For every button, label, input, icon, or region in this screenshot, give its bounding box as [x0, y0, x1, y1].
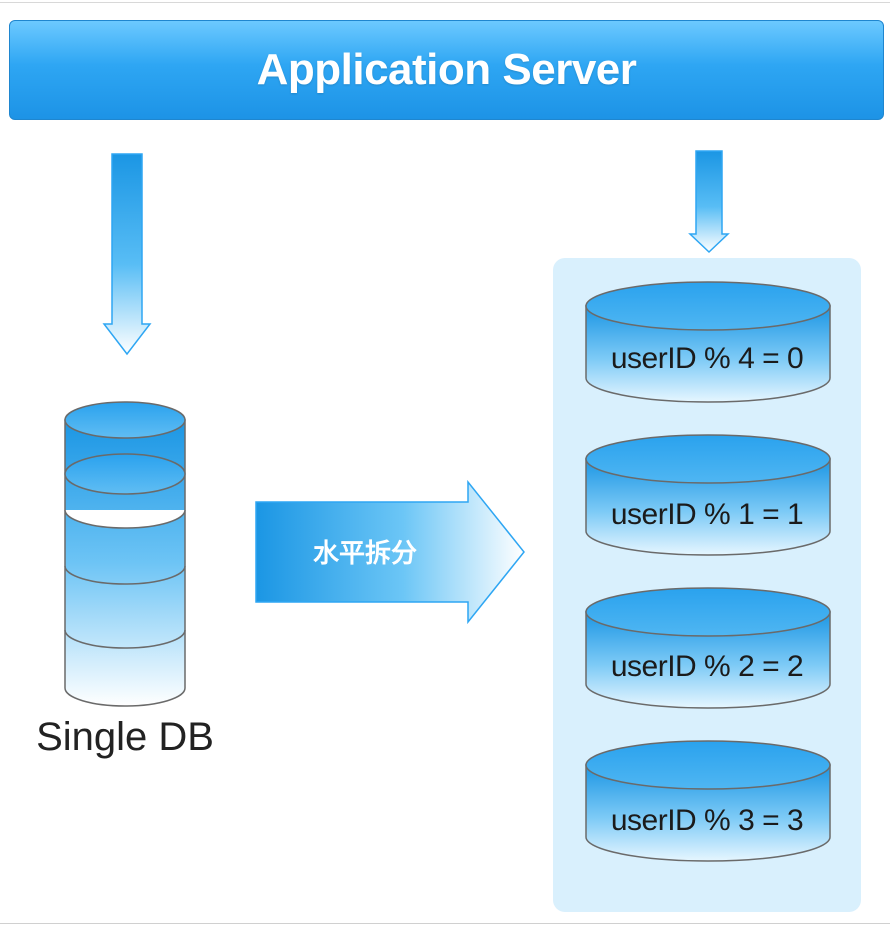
shard-db-icon-0 — [585, 281, 831, 403]
application-server-box: Application Server — [9, 20, 884, 120]
left-down-arrow — [102, 153, 152, 356]
application-server-title: Application Server — [256, 45, 637, 94]
shard-db-icon-3 — [585, 740, 831, 862]
single-db-label: Single DB — [36, 715, 214, 759]
shard-label-3: userID % 3 = 3 — [610, 804, 804, 837]
single-db-icon — [64, 401, 186, 707]
shard-label-2: userID % 2 = 2 — [610, 650, 804, 683]
horizontal-split-label: 水平拆分 — [312, 539, 417, 569]
shard-label-1: userID % 1 = 1 — [610, 498, 804, 531]
top-divider — [0, 2, 890, 3]
shard-db-icon-1 — [585, 434, 831, 556]
shard-db-icon-2 — [585, 587, 831, 709]
right-down-arrow — [688, 150, 730, 254]
bottom-divider — [0, 923, 890, 924]
horizontal-split-arrow — [255, 479, 525, 625]
shard-label-0: userID % 4 = 0 — [610, 342, 804, 375]
